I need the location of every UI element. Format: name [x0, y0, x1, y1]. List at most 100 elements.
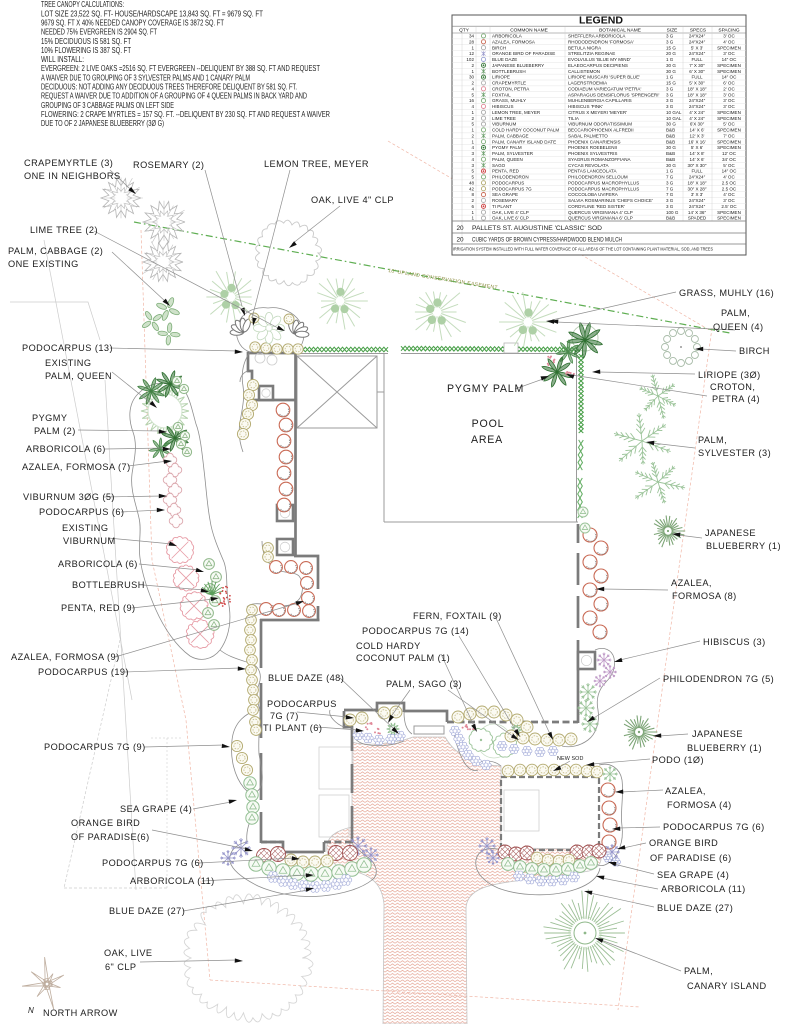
svg-text:5' X 3': 5' X 3'	[691, 45, 703, 50]
svg-text:1: 1	[471, 69, 474, 74]
svg-text:PODOCARPUS 7G (6): PODOCARPUS 7G (6)	[663, 822, 765, 832]
svg-text:PALM, CABBAGE (2): PALM, CABBAGE (2)	[8, 246, 103, 256]
svg-text:102: 102	[466, 57, 474, 62]
svg-text:3 G: 3 G	[666, 87, 674, 92]
svg-text:N: N	[28, 1006, 34, 1015]
svg-text:PYGMY: PYGMY	[32, 413, 67, 423]
svg-text:ARBORICOLA (6): ARBORICOLA (6)	[26, 444, 106, 454]
svg-text:42: 42	[469, 186, 475, 191]
svg-text:LIME TREE (2): LIME TREE (2)	[30, 225, 98, 235]
svg-text:PALM, QUEEN: PALM, QUEEN	[45, 371, 112, 381]
svg-text:BLUEBERRY (1): BLUEBERRY (1)	[706, 541, 781, 551]
svg-text:SIZE: SIZE	[667, 27, 678, 33]
svg-text:18″ X 18″: 18″ X 18″	[688, 180, 707, 185]
svg-text:STRELITZIA REGINAE: STRELITZIA REGINAE	[568, 51, 615, 56]
svg-text:PYGMY PALM: PYGMY PALM	[447, 383, 524, 395]
svg-text:24″X24″: 24″X24″	[689, 40, 706, 45]
svg-text:QUERCUS VIRGINIANA 4' CLP: QUERCUS VIRGINIANA 4' CLP	[568, 210, 633, 215]
svg-text:SABAL PALMETTO: SABAL PALMETTO	[568, 133, 608, 138]
svg-text:HIBISCUS (3): HIBISCUS (3)	[703, 637, 766, 647]
svg-text:SAGO: SAGO	[492, 163, 506, 168]
svg-text:30″ X 30″: 30″ X 30″	[688, 163, 707, 168]
svg-text:EXISTING: EXISTING	[45, 358, 91, 368]
svg-text:BECCARIOPHOENIX ALFREDII: BECCARIOPHOENIX ALFREDII	[568, 128, 634, 133]
svg-text:5: 5	[471, 175, 474, 180]
svg-text:1: 1	[471, 210, 474, 215]
svg-text:DECIDUOUS: NOT ADDING ANY DEC: DECIDUOUS: NOT ADDING ANY DECIDUOUS TREE…	[41, 83, 297, 92]
svg-text:PODOCARPUS 7G (14): PODOCARPUS 7G (14)	[362, 626, 469, 636]
svg-text:CORDYLINE 'RED SISTER': CORDYLINE 'RED SISTER'	[568, 204, 625, 209]
svg-text:B&B: B&B	[666, 128, 675, 133]
svg-text:PALM,: PALM,	[698, 435, 727, 445]
svg-text:PODOCARPUS (13): PODOCARPUS (13)	[22, 343, 113, 353]
svg-text:ARBORICOLA (6): ARBORICOLA (6)	[58, 559, 138, 569]
svg-text:4' OC: 4' OC	[723, 175, 735, 180]
svg-text:4: 4	[471, 145, 474, 150]
svg-text:PHILODENDRON: PHILODENDRON	[492, 175, 529, 180]
svg-text:3: 3	[471, 151, 474, 156]
svg-text:GRASS, MUHLY (16): GRASS, MUHLY (16)	[679, 288, 774, 298]
svg-text:CUBIC YARDS OF BROWN CYPRESS/H: CUBIC YARDS OF BROWN CYPRESS/HARDWOOD BL…	[472, 237, 622, 244]
svg-text:TILIA: TILIA	[568, 116, 580, 121]
svg-text:FULL: FULL	[691, 75, 703, 80]
svg-text:34: 34	[469, 34, 475, 39]
svg-text:COMMON NAME: COMMON NAME	[510, 27, 548, 33]
svg-text:OF PARADISE (6): OF PARADISE (6)	[650, 853, 732, 863]
svg-text:3' OC: 3' OC	[723, 198, 735, 203]
svg-text:PODOCARPUS: PODOCARPUS	[267, 699, 337, 709]
svg-text:6" CLP: 6" CLP	[105, 962, 137, 972]
svg-text:LEMON TREE, MEYER: LEMON TREE, MEYER	[264, 159, 369, 169]
svg-text:EXISTING: EXISTING	[62, 523, 108, 533]
svg-text:4: 4	[471, 87, 474, 92]
svg-text:ARBORICOLA (11): ARBORICOLA (11)	[130, 876, 215, 886]
svg-text:OAK, LIVE 4" CLP: OAK, LIVE 4" CLP	[311, 195, 394, 205]
svg-text:15% DECIDUOUS IS 581 SQ. FT: 15% DECIDUOUS IS 581 SQ. FT	[41, 37, 131, 46]
svg-text:20: 20	[456, 225, 464, 232]
svg-text:2: 2	[471, 116, 474, 121]
svg-text:3' OC: 3' OC	[723, 34, 735, 39]
svg-text:4' OC: 4' OC	[723, 192, 735, 197]
svg-text:3 G: 3 G	[666, 40, 674, 45]
svg-text:BLUE DAZE (27): BLUE DAZE (27)	[109, 906, 185, 916]
svg-text:ORANGE BIRD: ORANGE BIRD	[71, 818, 140, 828]
svg-text:PETRA (4): PETRA (4)	[712, 394, 760, 404]
svg-text:PALM, SAGO (3): PALM, SAGO (3)	[386, 679, 462, 689]
svg-text:GROUPING OF 3 CABBAGE PALMS ON: GROUPING OF 3 CABBAGE PALMS ON LEFT SIDE	[41, 101, 174, 110]
svg-text:BLUE DAZE (48): BLUE DAZE (48)	[268, 673, 344, 683]
svg-text:12: 12	[469, 51, 475, 56]
svg-text:6: 6	[471, 204, 474, 209]
svg-text:PHILODENDRON 7G (5): PHILODENDRON 7G (5)	[663, 674, 774, 684]
svg-text:FORMOSA (4): FORMOSA (4)	[667, 800, 732, 810]
svg-text:SPECIMEN: SPECIMEN	[717, 128, 741, 133]
svg-text:3: 3	[471, 163, 474, 168]
svg-text:5: 5	[471, 92, 474, 97]
svg-text:2.5' OC: 2.5' OC	[721, 204, 737, 209]
svg-text:2' OC: 2' OC	[723, 87, 735, 92]
svg-text:2: 2	[471, 198, 474, 203]
svg-text:PALM,: PALM,	[684, 966, 713, 976]
svg-text:AZALEA,: AZALEA,	[665, 786, 706, 796]
svg-text:LIRIOPE MUSCARI 'SUPER BLUE': LIRIOPE MUSCARI 'SUPER BLUE'	[568, 75, 640, 80]
svg-text:VIBURNUM ODORATISSIMUM: VIBURNUM ODORATISSIMUM	[568, 122, 632, 127]
svg-text:3 G: 3 G	[666, 204, 674, 209]
svg-text:24″X24″: 24″X24″	[689, 34, 706, 39]
svg-text:24″X24″: 24″X24″	[689, 198, 706, 203]
svg-text:PODOCARPUS: PODOCARPUS	[492, 180, 524, 185]
svg-text:TI PLANT: TI PLANT	[492, 204, 512, 209]
svg-text:CROTON,: CROTON,	[710, 382, 755, 392]
svg-text:1: 1	[471, 45, 474, 50]
svg-text:CANARY ISLAND: CANARY ISLAND	[687, 981, 767, 991]
svg-text:SPECIMEN: SPECIMEN	[717, 45, 741, 50]
svg-text:JAPANESE BLUEBERRY: JAPANESE BLUEBERRY	[492, 63, 544, 68]
svg-text:DUE TO OF 2 JAPANESE BLUEBERRY: DUE TO OF 2 JAPANESE BLUEBERRY (3Ø G)	[41, 119, 164, 128]
svg-text:18″ X 18″: 18″ X 18″	[688, 87, 707, 92]
svg-text:LIME TREE: LIME TREE	[492, 116, 516, 121]
svg-text:PODOCARPUS 7G (9): PODOCARPUS 7G (9)	[44, 742, 146, 752]
svg-text:14″ OC: 14″ OC	[722, 75, 737, 80]
svg-text:1: 1	[471, 216, 474, 221]
svg-text:SPECIMEN: SPECIMEN	[717, 69, 741, 74]
svg-text:14″ OC: 14″ OC	[722, 169, 737, 174]
svg-text:RHODODENDRON 'FORMOSA': RHODODENDRON 'FORMOSA'	[568, 40, 634, 45]
svg-text:SEA GRAPE (4): SEA GRAPE (4)	[120, 804, 192, 814]
svg-text:3' OC: 3' OC	[723, 104, 735, 109]
